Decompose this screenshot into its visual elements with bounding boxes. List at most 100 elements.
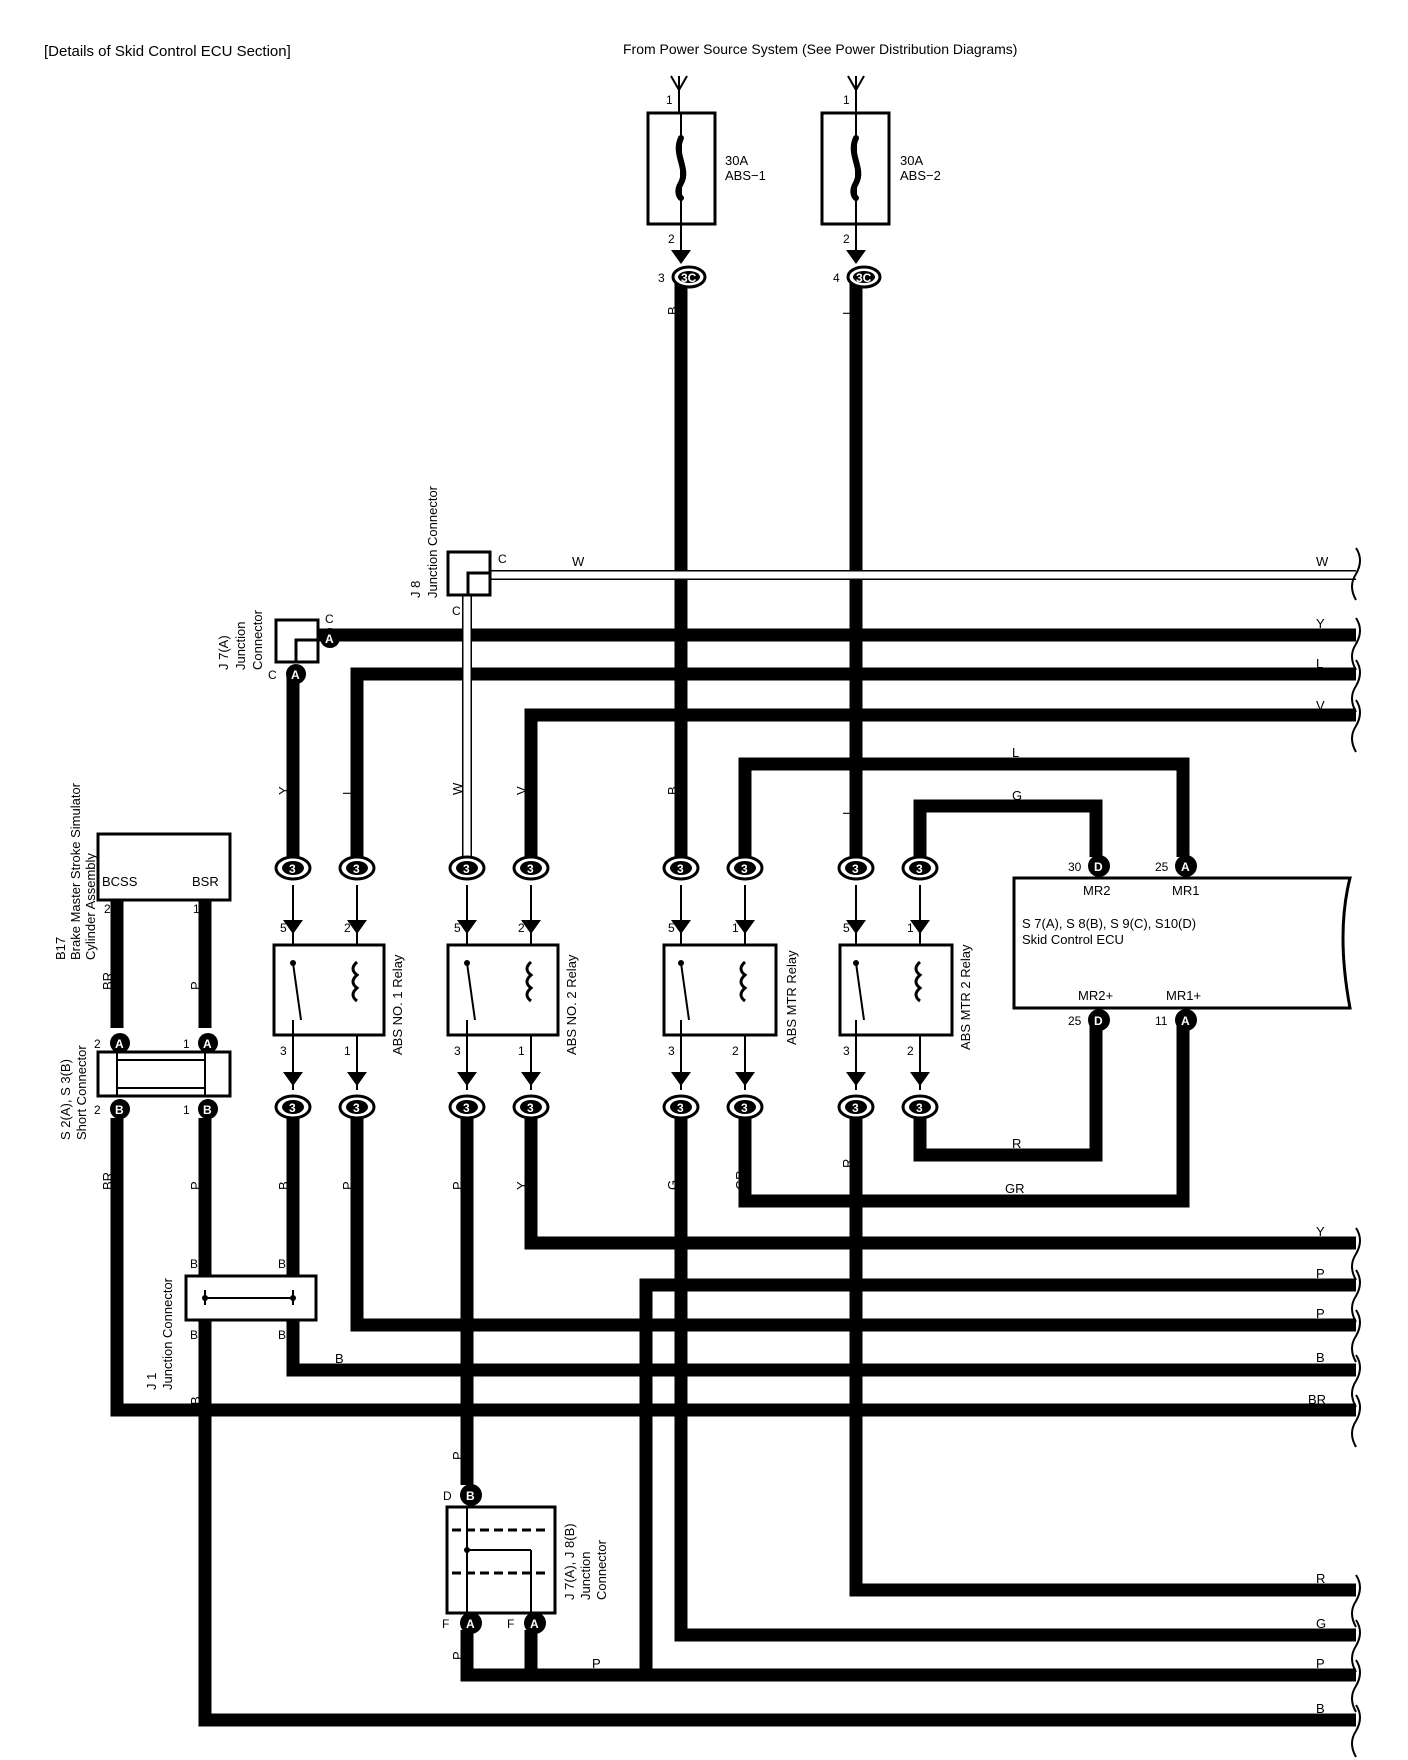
relay-connector: 3	[901, 855, 939, 881]
svg-text:Junction: Junction	[578, 1552, 593, 1600]
svg-text:2: 2	[94, 1103, 101, 1117]
svg-text:A: A	[1181, 1014, 1190, 1028]
svg-text:S 7(A), S 8(B), S 9(C), S10(D): S 7(A), S 8(B), S 9(C), S10(D)	[1022, 916, 1196, 931]
svg-text:B: B	[203, 1103, 212, 1117]
svg-text:W: W	[572, 554, 585, 569]
svg-text:ABS−2: ABS−2	[900, 168, 941, 183]
wire-w	[462, 570, 1356, 857]
svg-text:D: D	[1094, 1014, 1103, 1028]
svg-text:2: 2	[732, 1044, 739, 1058]
svg-text:3: 3	[668, 1044, 675, 1058]
short-connector: A A B B 2 1 2 1 S 2(A), S 3(B) Short Con…	[58, 1033, 232, 1140]
svg-text:B: B	[665, 306, 680, 315]
junction-j8-top: C C J 8 Junction Connector	[408, 485, 507, 618]
svg-text:Connector: Connector	[250, 609, 265, 670]
svg-text:F: F	[442, 1617, 449, 1631]
svg-text:5: 5	[668, 921, 675, 935]
svg-text:B: B	[335, 1351, 344, 1366]
svg-text:1: 1	[907, 921, 914, 935]
svg-text:V: V	[1316, 698, 1325, 713]
svg-text:Cylinder Assembly: Cylinder Assembly	[83, 853, 98, 960]
relay-connector: 3	[512, 855, 550, 881]
svg-text:Y: Y	[1316, 1224, 1325, 1239]
svg-text:25: 25	[1155, 860, 1169, 874]
junction-j7-j8-bottom: B D A F A F J 7(A), J 8(B) Junction Conn…	[442, 1484, 609, 1634]
svg-text:L: L	[340, 788, 355, 795]
relay-connector: 3	[837, 1094, 875, 1120]
svg-text:3: 3	[463, 1101, 470, 1115]
wire-end-breaks	[1351, 547, 1361, 1758]
svg-text:P: P	[1316, 1266, 1325, 1281]
fuse-abs-2: 1 30A ABS−2 2	[820, 75, 941, 264]
svg-text:1: 1	[843, 93, 850, 107]
svg-text:3C: 3C	[856, 271, 872, 285]
svg-text:Short Connector: Short Connector	[74, 1045, 89, 1140]
svg-text:1: 1	[518, 1044, 525, 1058]
svg-text:J 8: J 8	[408, 581, 423, 598]
svg-text:BCSS: BCSS	[102, 874, 138, 889]
svg-text:B: B	[466, 1489, 475, 1503]
relay-connector: 3	[837, 855, 875, 881]
svg-text:B: B	[276, 1181, 291, 1190]
relay-connector: 3	[662, 1094, 700, 1120]
svg-text:5: 5	[280, 921, 287, 935]
svg-text:B: B	[188, 1396, 203, 1405]
junction-j7-top: A A C C J 7(A) Junction Connector	[216, 609, 340, 684]
svg-text:P: P	[340, 1181, 355, 1190]
svg-text:A: A	[466, 1617, 475, 1631]
relay-connector: 3	[338, 855, 376, 881]
svg-text:A: A	[291, 668, 300, 682]
svg-text:L: L	[1012, 745, 1019, 760]
svg-text:BR: BR	[100, 972, 115, 990]
svg-text:P: P	[592, 1656, 601, 1671]
svg-text:1: 1	[344, 1044, 351, 1058]
svg-text:2: 2	[104, 902, 111, 916]
svg-text:A: A	[115, 1037, 124, 1051]
svg-text:30: 30	[1068, 860, 1082, 874]
svg-text:1: 1	[183, 1037, 190, 1051]
svg-text:3: 3	[463, 862, 470, 876]
svg-text:B: B	[665, 786, 680, 795]
svg-text:3: 3	[289, 1101, 296, 1115]
svg-text:P: P	[450, 1451, 465, 1460]
relay-connector: 3	[448, 855, 486, 881]
svg-text:B17: B17	[53, 937, 68, 960]
svg-text:G: G	[1316, 1616, 1326, 1631]
svg-text:A: A	[203, 1037, 212, 1051]
svg-text:R: R	[840, 1159, 855, 1168]
svg-text:P: P	[450, 1181, 465, 1190]
svg-text:J 1: J 1	[144, 1373, 159, 1390]
svg-text:C: C	[498, 552, 507, 566]
relay-abs-mtr: 5 1 3 2 ABS MTR Relay	[662, 885, 799, 1090]
connector-3c-fuse1: 3C 3	[658, 265, 707, 289]
svg-text:3: 3	[280, 1044, 287, 1058]
svg-text:3: 3	[677, 1101, 684, 1115]
svg-text:B: B	[190, 1257, 198, 1271]
svg-text:3: 3	[916, 862, 923, 876]
svg-text:Connector: Connector	[594, 1539, 609, 1600]
relay-abs-mtr2: 5 1 3 2 ABS MTR 2 Relay	[838, 885, 973, 1090]
svg-text:2: 2	[668, 232, 675, 246]
svg-text:5: 5	[843, 921, 850, 935]
fuse-abs-1: 1 30A ABS−1 2	[646, 75, 766, 264]
svg-text:3: 3	[852, 862, 859, 876]
relay-connector: 3	[662, 855, 700, 881]
svg-text:ABS−1: ABS−1	[725, 168, 766, 183]
svg-text:G: G	[665, 1180, 680, 1190]
svg-text:B: B	[278, 1328, 286, 1342]
svg-text:P: P	[1316, 1306, 1325, 1321]
relay-connector: 3	[274, 855, 312, 881]
relay-connector: 3	[726, 855, 764, 881]
svg-text:1: 1	[193, 902, 200, 916]
svg-text:30A: 30A	[900, 153, 923, 168]
svg-text:L: L	[840, 308, 855, 315]
svg-text:C: C	[268, 668, 277, 682]
svg-text:MR1+: MR1+	[1166, 988, 1201, 1003]
svg-text:2: 2	[94, 1037, 101, 1051]
svg-text:ABS NO. 1 Relay: ABS NO. 1 Relay	[390, 954, 405, 1055]
svg-text:3: 3	[916, 1101, 923, 1115]
svg-text:R: R	[1012, 1136, 1021, 1151]
svg-text:Junction: Junction	[233, 622, 248, 670]
svg-text:ABS MTR 2 Relay: ABS MTR 2 Relay	[958, 944, 973, 1050]
